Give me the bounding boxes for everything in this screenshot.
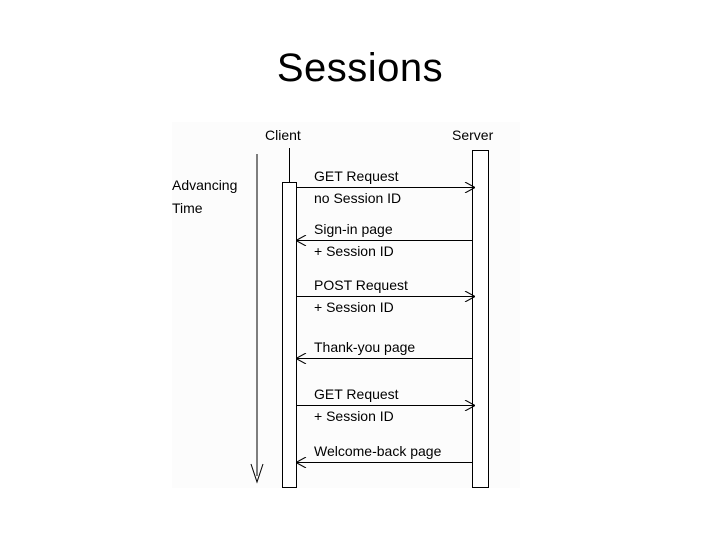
message-label-1-line2: no Session ID: [314, 190, 402, 206]
message-line-3: [297, 296, 475, 297]
message-label-5-line2: + Session ID: [314, 408, 394, 424]
message-label-2-line1: Sign-in page: [314, 221, 393, 237]
message-label-1: GET Request no Session ID: [314, 165, 401, 209]
message-label-3: POST Request + Session ID: [314, 274, 408, 318]
participant-label-client: Client: [265, 127, 301, 143]
arrowhead-right-icon: [464, 400, 475, 411]
message-line-1: [297, 187, 475, 188]
arrowhead-left-icon: [296, 353, 307, 364]
advancing-time-arrow-icon: [250, 154, 264, 484]
arrowhead-left-icon: [296, 235, 307, 246]
message-label-2-line2: + Session ID: [314, 243, 394, 259]
message-line-6: [296, 462, 473, 463]
time-axis-caption-line2: Time: [172, 200, 203, 216]
time-axis-caption-line1: Advancing: [172, 177, 238, 193]
message-line-5: [297, 405, 475, 406]
arrowhead-right-icon: [464, 291, 475, 302]
lifeline-stem-client: [289, 148, 290, 182]
diagram-panel: [172, 122, 520, 488]
activation-box-server: [472, 150, 489, 488]
message-label-6-line1: Welcome-back page: [314, 443, 442, 459]
arrowhead-right-icon: [464, 182, 475, 193]
message-label-5: GET Request + Session ID: [314, 383, 399, 427]
participant-label-server: Server: [452, 127, 494, 143]
time-axis-caption: Advancing Time: [172, 174, 264, 220]
activation-box-client: [282, 182, 297, 488]
message-label-1-line1: GET Request: [314, 168, 399, 184]
message-label-5-line1: GET Request: [314, 386, 399, 402]
arrowhead-left-icon: [296, 457, 307, 468]
message-label-3-line2: + Session ID: [314, 299, 394, 315]
message-label-2: Sign-in page + Session ID: [314, 218, 394, 262]
message-label-3-line1: POST Request: [314, 277, 408, 293]
message-label-4: Thank-you page: [314, 336, 415, 358]
message-label-6: Welcome-back page: [314, 440, 441, 462]
page-title: Sessions: [276, 46, 444, 90]
message-label-4-line1: Thank-you page: [314, 339, 416, 355]
message-line-4: [296, 358, 473, 359]
message-line-2: [296, 240, 473, 241]
